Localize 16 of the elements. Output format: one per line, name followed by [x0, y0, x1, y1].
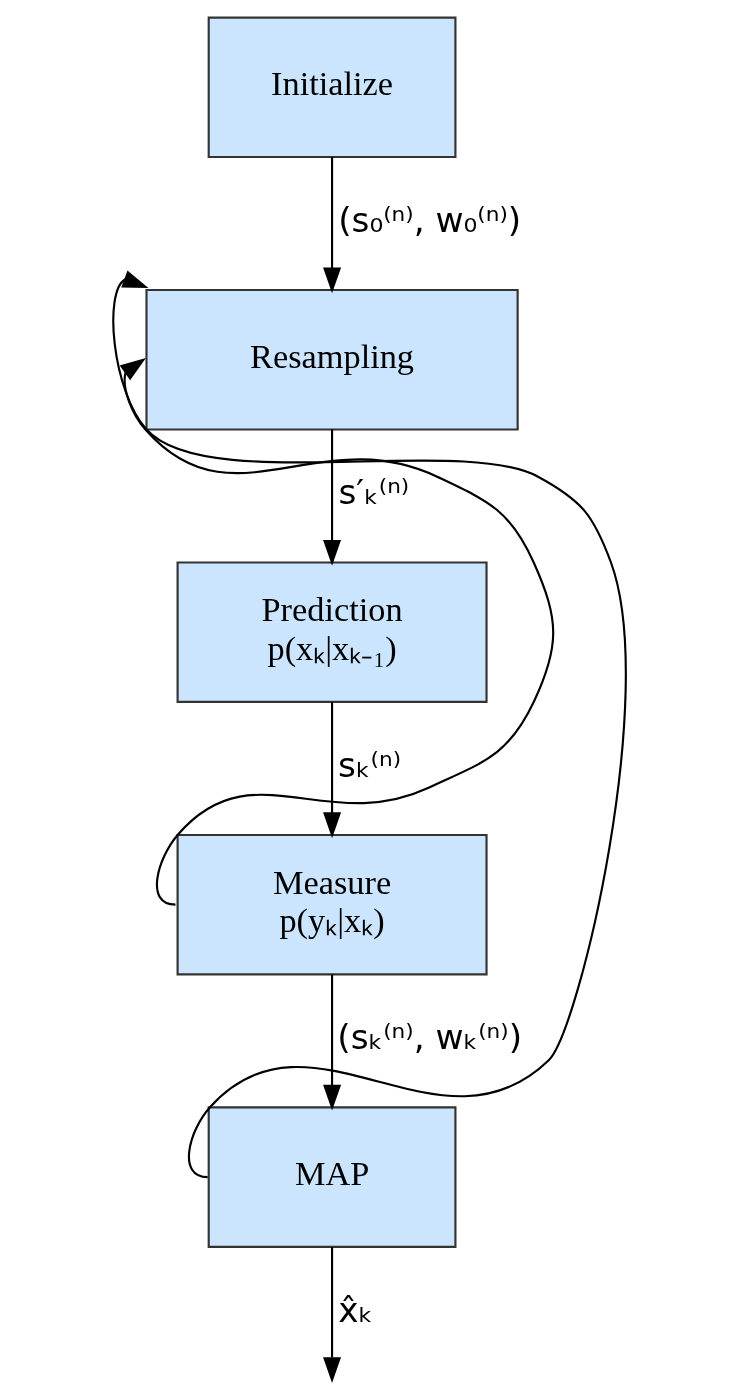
edge-label: (s₀⁽ⁿ⁾, w₀⁽ⁿ⁾)	[338, 199, 522, 240]
node-box: MAP	[207, 1105, 457, 1248]
node-box: Resampling	[145, 288, 519, 431]
arrow	[323, 156, 342, 293]
arrow	[323, 701, 342, 838]
edge-label: x̂ₖ	[338, 1289, 374, 1330]
arrow	[323, 1246, 342, 1383]
edge-label: s′ₖ⁽ⁿ⁾	[338, 471, 410, 512]
arrow	[323, 429, 342, 566]
arrow	[119, 357, 555, 906]
edge-label: sₖ⁽ⁿ⁾	[338, 744, 402, 785]
arrow	[323, 974, 342, 1111]
node-box: Initialize	[207, 16, 457, 158]
node-box: Prediction p(xₖ|xₖ₋₁)	[176, 560, 488, 703]
node-box: Measure p(yₖ|xₖ)	[176, 833, 488, 975]
edge-label: (sₖ⁽ⁿ⁾, wₖ⁽ⁿ⁾)	[337, 1016, 523, 1057]
